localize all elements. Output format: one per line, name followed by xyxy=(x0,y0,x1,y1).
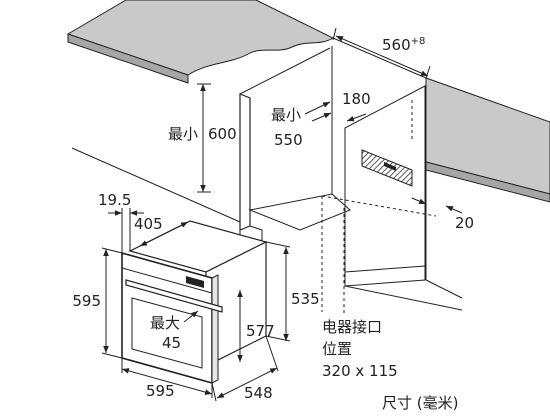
countertop-left xyxy=(66,0,335,84)
countertop-right xyxy=(425,77,550,203)
floor-line-left xyxy=(71,147,241,223)
label-inner-height: 577 xyxy=(246,322,275,340)
dimension-min-height: 最小 600 xyxy=(168,83,237,193)
dimension-panel-offset: 19.5 xyxy=(98,191,144,253)
dimension-arrow xyxy=(183,310,199,323)
label-front-height: 595 xyxy=(72,292,101,310)
extension-line xyxy=(332,27,337,41)
cabinet-base-shelf xyxy=(248,193,351,231)
dimension-body-depth: 548 xyxy=(211,335,279,402)
label-body-height: 535 xyxy=(291,290,320,308)
connection-note-line3: 320 x 115 xyxy=(322,362,398,380)
dimension-handle: 最大 45 xyxy=(150,310,199,352)
connection-note-line2: 位置 xyxy=(322,340,352,358)
side-wall-lower-edge xyxy=(344,265,426,273)
label-min-height-value: 600 xyxy=(208,125,237,143)
side-wall-panel xyxy=(344,85,426,287)
label-min-depth-value: 550 xyxy=(274,131,303,149)
electrical-connection xyxy=(321,100,437,314)
floor-line-right xyxy=(425,279,463,299)
oven-display xyxy=(186,276,204,288)
oven xyxy=(121,220,268,385)
dimension-line xyxy=(139,221,189,247)
label-top-depth: 405 xyxy=(134,215,163,233)
extension-line xyxy=(265,241,291,248)
countertop-left-surface xyxy=(66,0,335,76)
label-handle-value: 45 xyxy=(162,334,181,352)
dimension-body-height: 535 xyxy=(265,241,320,342)
dimension-arrow xyxy=(346,113,367,122)
dimension-opening-width: 560+8 xyxy=(332,27,431,79)
dimension-arrow xyxy=(445,205,463,214)
label-opening-width: 560+8 xyxy=(382,36,425,54)
oven-door-handle xyxy=(125,279,223,313)
cabinet-left-panel-top xyxy=(239,47,331,95)
countertop-right-surface xyxy=(425,77,550,195)
label-handle-prefix: 最大 xyxy=(150,314,180,332)
dimension-front-width: 595 xyxy=(121,358,213,400)
dimension-top-depth: 405 xyxy=(134,215,189,247)
extension-line xyxy=(425,65,431,79)
dimension-gap-top: 180 xyxy=(311,90,371,122)
extension-line xyxy=(101,247,123,254)
dimension-front-height: 595 xyxy=(72,247,123,359)
cabinet-left-panel xyxy=(239,93,251,231)
connection-note-line1: 电器接口 xyxy=(322,318,382,336)
dimension-line xyxy=(216,367,278,399)
oven-front-panel-edge xyxy=(211,274,219,384)
dimension-gap-rear: 20 xyxy=(411,197,474,232)
label-gap-rear: 20 xyxy=(455,214,474,232)
extension-line xyxy=(211,382,217,402)
opening-width-tolerance: +8 xyxy=(411,36,426,47)
cabinet xyxy=(71,46,463,311)
dimension-arrow xyxy=(411,197,427,205)
dimension-inner-height: 577 xyxy=(237,290,275,362)
dimension-arrow xyxy=(304,101,331,115)
extension-line xyxy=(101,352,123,359)
label-panel-offset: 19.5 xyxy=(98,191,131,209)
oven-control-strip xyxy=(121,267,213,294)
dimension-min-depth: 最小 550 xyxy=(271,101,331,149)
label-front-width: 595 xyxy=(146,382,175,400)
connection-box-hatched xyxy=(361,149,413,187)
label-gap-top: 180 xyxy=(342,90,371,108)
countertop-left-edge xyxy=(67,33,189,84)
oven-door-window xyxy=(131,297,203,369)
dimension-line xyxy=(335,35,429,77)
label-min-depth-prefix: 最小 xyxy=(271,106,301,124)
dimension-line xyxy=(121,368,213,395)
extension-line xyxy=(265,335,279,372)
connection-note: 电器接口 位置 320 x 115 xyxy=(322,318,398,380)
dimension-arrow xyxy=(311,112,332,122)
connection-guide-line xyxy=(321,195,437,217)
label-min-height-prefix: 最小 xyxy=(168,125,198,143)
connection-box-marker xyxy=(384,162,396,171)
opening-width-value: 560 xyxy=(382,36,411,54)
floor-line-right xyxy=(344,285,463,311)
label-body-depth: 548 xyxy=(244,384,273,402)
units-note: 尺寸 (毫米) xyxy=(382,394,458,412)
